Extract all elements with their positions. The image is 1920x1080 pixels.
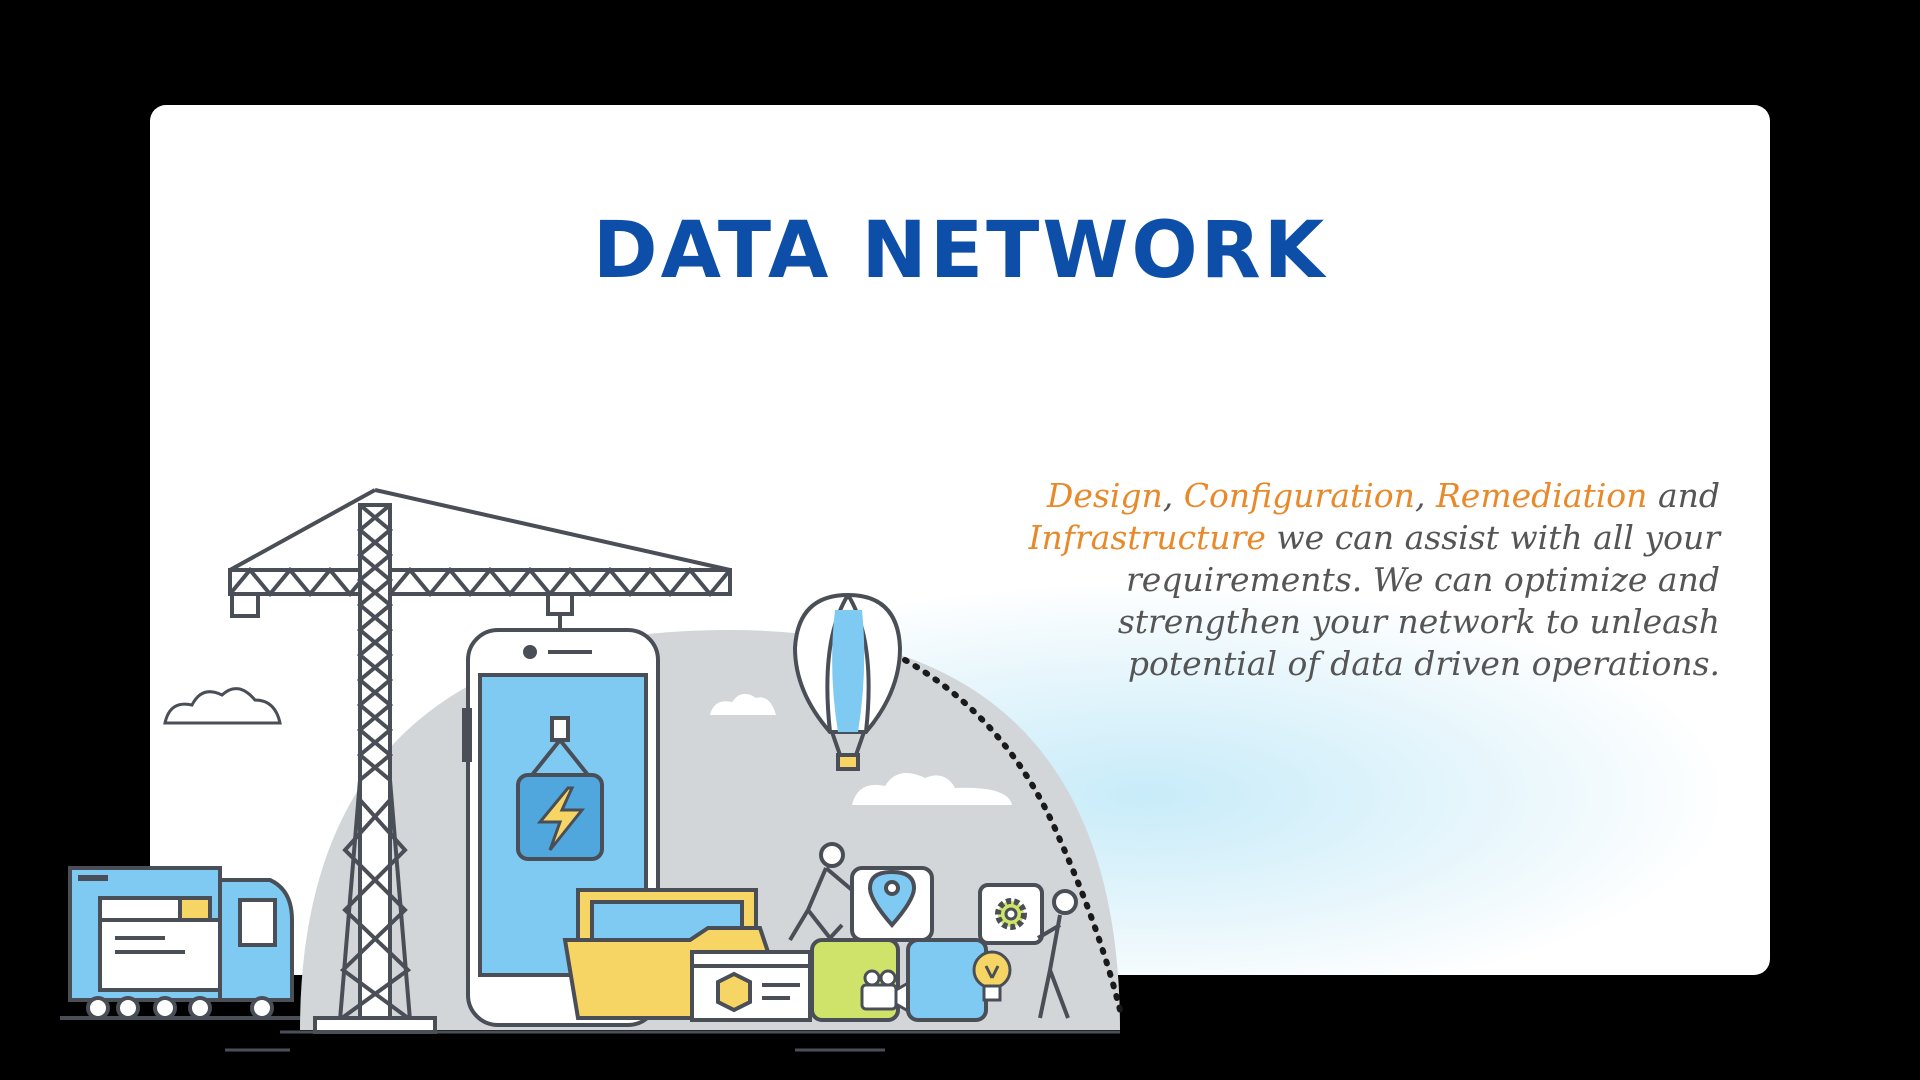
separator: ,: [1414, 476, 1426, 515]
light-bulb-icon: [972, 950, 1012, 1002]
location-pin-icon: [850, 866, 934, 942]
dotted-route: [902, 657, 1123, 1013]
delivery-truck-icon: [60, 866, 300, 1020]
highlight-infrastructure: Infrastructure: [1028, 518, 1266, 557]
worker-person-icon: [1036, 889, 1078, 1019]
highlight-remediation: Remediation: [1435, 476, 1648, 515]
highlight-configuration: Configuration: [1183, 476, 1415, 515]
cloud-icon: [163, 687, 282, 725]
hot-air-balloon-icon: [792, 592, 903, 771]
worker-person-icon: [788, 842, 854, 942]
separator: ,: [1162, 476, 1174, 515]
cloud-icon: [710, 693, 776, 715]
tower-crane-icon: [228, 488, 732, 1034]
conjunction: and: [1657, 476, 1720, 515]
network-illustration: [60, 488, 1123, 1052]
description-paragraph: Design, Configuration, Remediation and I…: [960, 475, 1720, 685]
description-body: we can assist with all your requirements…: [1117, 518, 1720, 683]
package-box-icon: [690, 950, 812, 1022]
cloud-icon: [852, 773, 1012, 805]
lightning-bolt-icon: [516, 716, 604, 861]
blue-block: [906, 938, 988, 1022]
gear-icon: [978, 883, 1044, 945]
highlight-design: Design: [1046, 476, 1163, 515]
page-title: DATA NETWORK: [592, 206, 1328, 297]
